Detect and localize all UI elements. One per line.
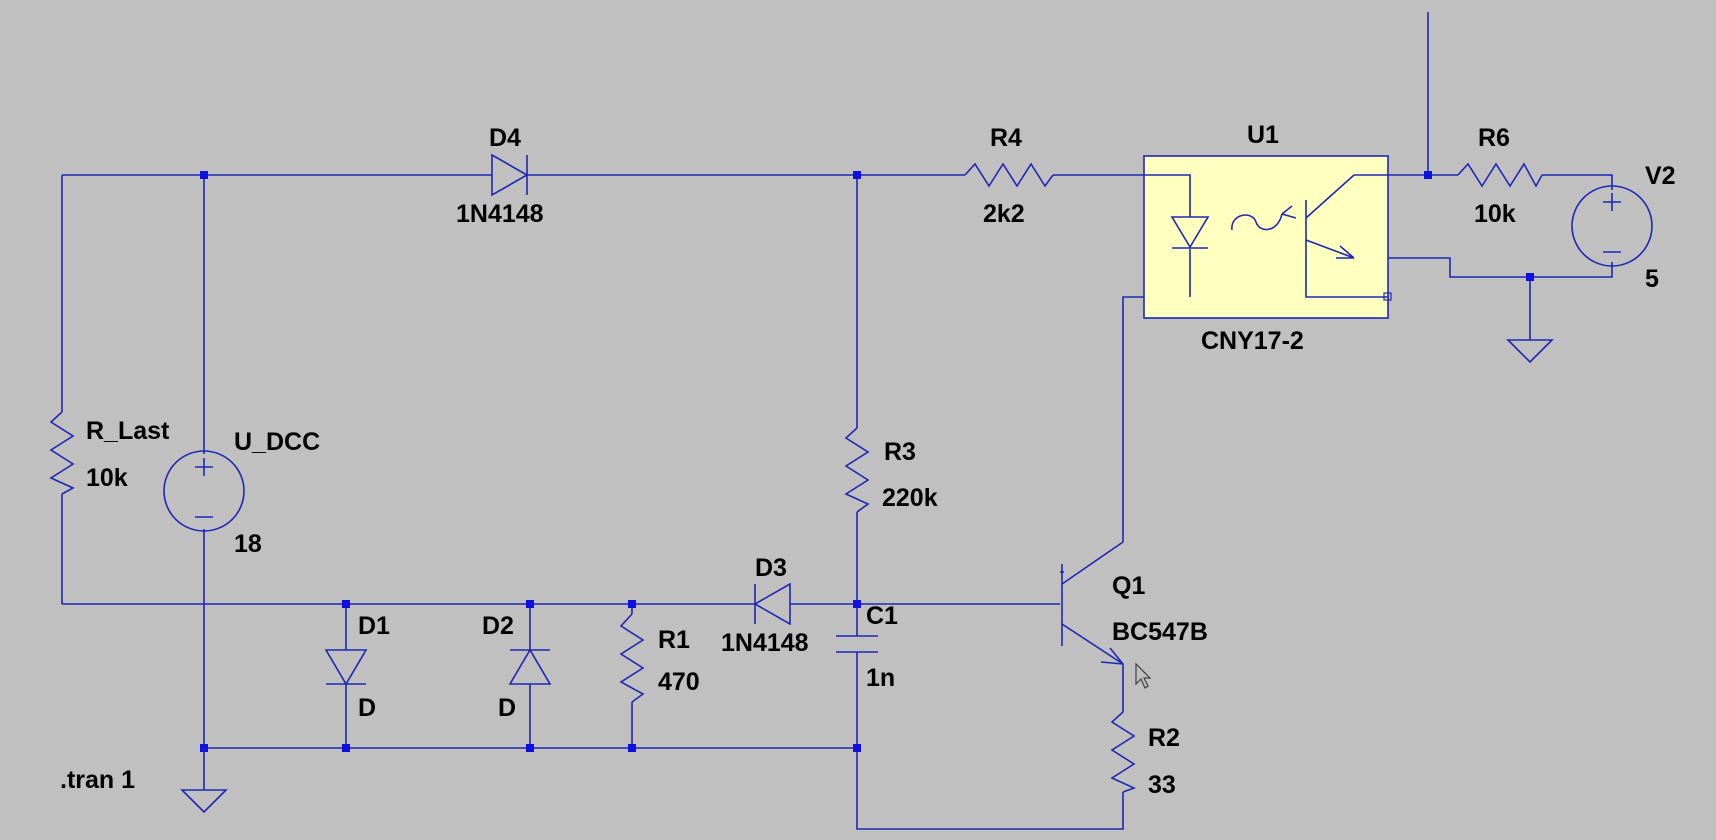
optocoupler-u1[interactable]: U1 CNY17-2 bbox=[1143, 121, 1392, 355]
r3-ref-label: R3 bbox=[884, 438, 916, 466]
diode-d2-symbol bbox=[508, 648, 552, 685]
junction-dot bbox=[628, 744, 636, 752]
capacitor-c1[interactable]: C1 1n bbox=[836, 602, 898, 692]
r-last-ref-label: R_Last bbox=[86, 417, 170, 445]
u-dcc-value-label: 18 bbox=[234, 530, 262, 558]
resistor-r6-symbol bbox=[1457, 162, 1543, 188]
wire-u1-emitter[interactable] bbox=[1354, 257, 1531, 340]
v2-symbol bbox=[1571, 185, 1653, 267]
diode-d3-symbol bbox=[753, 582, 791, 626]
r4-value-label: 2k2 bbox=[983, 200, 1025, 228]
capacitor-c1-symbol bbox=[836, 635, 878, 653]
v2-ref-label: V2 bbox=[1645, 162, 1676, 190]
r6-ref-label: R6 bbox=[1478, 124, 1510, 152]
junction-dot bbox=[1526, 273, 1534, 281]
d2-value-label: D bbox=[498, 694, 516, 722]
u1-ref-label: U1 bbox=[1247, 121, 1279, 149]
junction-dot bbox=[853, 600, 861, 608]
diode-d4[interactable]: D4 1N4148 bbox=[456, 124, 544, 228]
u1-light-arrow-icon bbox=[1231, 205, 1297, 231]
resistor-r1-symbol bbox=[619, 613, 645, 703]
c1-ref-label: C1 bbox=[866, 602, 898, 630]
junction-dot bbox=[526, 744, 534, 752]
resistor-r3-symbol bbox=[844, 427, 870, 513]
r2-value-label: 33 bbox=[1148, 771, 1176, 799]
resistor-r3[interactable]: R3 220k bbox=[844, 427, 938, 513]
u1-led-symbol bbox=[1170, 216, 1210, 249]
d4-ref-label: D4 bbox=[489, 124, 521, 152]
d1-value-label: D bbox=[358, 694, 376, 722]
u-dcc-plus-icon bbox=[195, 458, 213, 476]
u1-value-label: CNY17-2 bbox=[1201, 327, 1304, 355]
ground-icon[interactable] bbox=[1506, 339, 1554, 364]
u-dcc-ref-label: U_DCC bbox=[234, 428, 320, 456]
r-last-value-label: 10k bbox=[86, 464, 128, 492]
transistor-q1[interactable]: Q1 BC547B bbox=[1060, 541, 1208, 700]
v2-value-label: 5 bbox=[1645, 265, 1659, 293]
transistor-q1-symbol bbox=[1060, 541, 1124, 700]
junction-dot bbox=[628, 600, 636, 608]
r2-ref-label: R2 bbox=[1148, 724, 1180, 752]
r1-value-label: 470 bbox=[658, 668, 700, 696]
voltage-source-u-dcc[interactable]: U_DCC 18 bbox=[163, 428, 320, 558]
d3-ref-label: D3 bbox=[755, 554, 787, 582]
resistor-r4-symbol bbox=[964, 162, 1054, 188]
junction-dot bbox=[342, 600, 350, 608]
resistor-r6[interactable]: R6 10k bbox=[1457, 124, 1543, 228]
u-dcc-symbol bbox=[163, 450, 245, 532]
diode-d4-symbol bbox=[491, 153, 529, 197]
d4-value-label: 1N4148 bbox=[456, 200, 544, 228]
wire-r6-v2[interactable] bbox=[1542, 174, 1613, 190]
diode-d1[interactable]: D1 D bbox=[324, 612, 390, 722]
junction-dot bbox=[342, 744, 350, 752]
v2-plus-icon bbox=[1603, 193, 1621, 211]
resistor-r-last[interactable]: R_Last 10k bbox=[49, 411, 170, 495]
diode-d1-symbol bbox=[324, 649, 368, 686]
r1-ref-label: R1 bbox=[658, 626, 690, 654]
junction-dot bbox=[853, 744, 861, 752]
resistor-r2[interactable]: R2 33 bbox=[1110, 700, 1180, 799]
r4-ref-label: R4 bbox=[990, 124, 1022, 152]
r6-value-label: 10k bbox=[1474, 200, 1516, 228]
r3-value-label: 220k bbox=[882, 484, 938, 512]
diode-d2[interactable]: D2 D bbox=[482, 612, 552, 722]
junction-dot bbox=[200, 171, 208, 179]
junction-dot bbox=[526, 600, 534, 608]
u1-phototransistor-symbol bbox=[1305, 174, 1388, 298]
d3-value-label: 1N4148 bbox=[721, 629, 809, 657]
spice-directive[interactable]: .tran 1 bbox=[60, 766, 135, 794]
wires bbox=[61, 12, 1613, 830]
wire-q1-collector[interactable] bbox=[1122, 296, 1190, 542]
resistor-r4[interactable]: R4 2k2 bbox=[964, 124, 1054, 228]
u1-led-wiring bbox=[1144, 174, 1191, 297]
wire-c1-r2[interactable] bbox=[856, 748, 1124, 830]
resistor-r1[interactable]: R1 470 bbox=[619, 613, 700, 703]
mouse-cursor-icon bbox=[1135, 662, 1152, 689]
q1-ref-label: Q1 bbox=[1112, 572, 1145, 600]
u1-pin-square bbox=[1383, 292, 1392, 301]
d1-ref-label: D1 bbox=[358, 612, 390, 640]
c1-value-label: 1n bbox=[866, 664, 895, 692]
voltage-source-v2[interactable]: V2 5 bbox=[1571, 162, 1676, 293]
resistor-r2-symbol bbox=[1110, 700, 1137, 793]
u1-body bbox=[1143, 155, 1389, 319]
diode-d3[interactable]: D3 1N4148 bbox=[721, 554, 809, 657]
junction-dot bbox=[853, 171, 861, 179]
wire-v2-gnd[interactable] bbox=[1530, 262, 1613, 278]
ground-icon[interactable] bbox=[180, 748, 228, 814]
d2-ref-label: D2 bbox=[482, 612, 514, 640]
junction-dot bbox=[1424, 171, 1432, 179]
resistor-r-last-symbol bbox=[49, 411, 75, 495]
q1-value-label: BC547B bbox=[1112, 618, 1208, 646]
